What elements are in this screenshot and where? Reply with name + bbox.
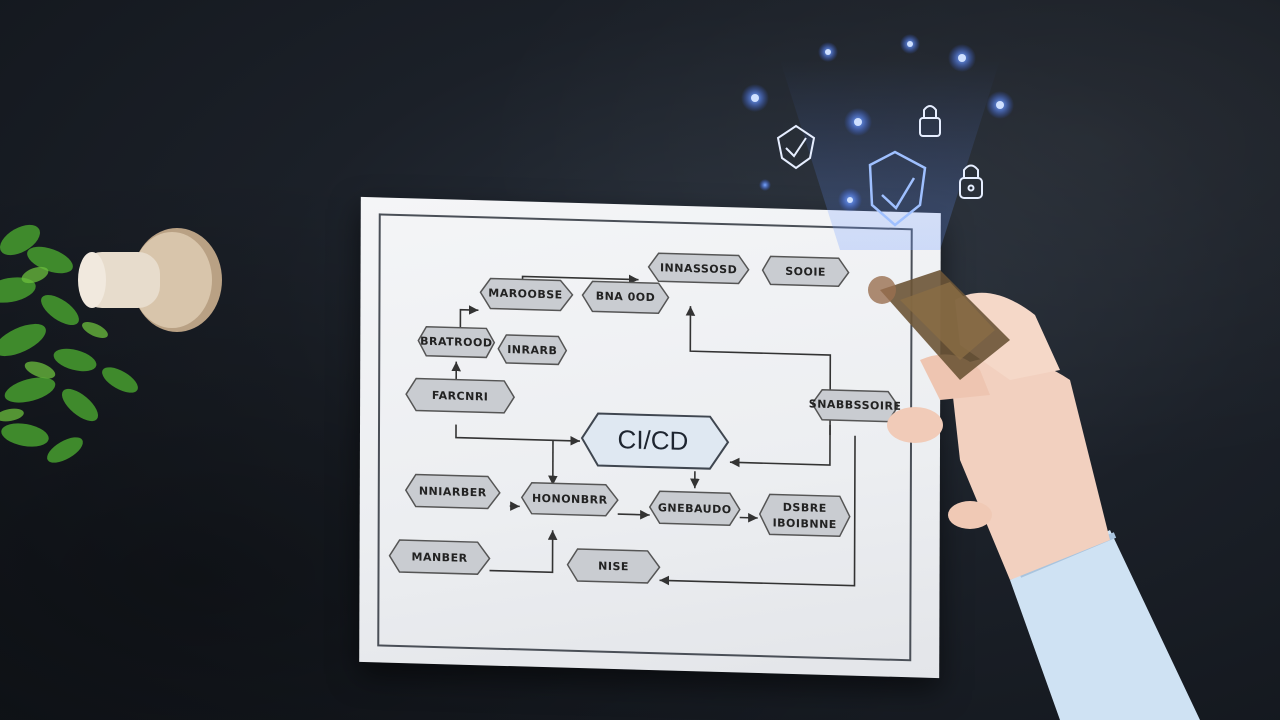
node-bratrood: BRATROOD [417, 325, 496, 359]
security-glow-overlay [741, 34, 1014, 250]
svg-text:CI/CD: CI/CD [618, 424, 689, 456]
shield-icon [868, 150, 927, 227]
node-hononbrr: HONONBRR [520, 481, 619, 517]
node-maroobse: MAROOBSE [479, 277, 574, 312]
node-snabbssoire: SNABBSSOIRE [809, 389, 902, 423]
potted-plant [0, 224, 138, 463]
cicd-flow-diagram: INNASSOSD SOOIE MAROOBSE BNA 0OD BRATROO… [388, 252, 902, 587]
glass-vial [868, 270, 1010, 380]
node-sooie: SOOIE [761, 255, 850, 288]
svg-text:GNEBAUDO: GNEBAUDO [658, 501, 732, 516]
glow-dots [741, 34, 1014, 212]
svg-text:BNA 0OD: BNA 0OD [596, 289, 656, 304]
padlock-icon [959, 164, 983, 199]
svg-text:INNASSOSD: INNASSOSD [660, 261, 737, 276]
svg-text:NISE: NISE [598, 560, 629, 574]
node-dsbre: DSBRE IBOIBNNE [758, 493, 851, 538]
padlock-icon [919, 105, 941, 137]
node-nniarber: NNIARBER [404, 473, 501, 510]
node-gnebaudo: GNEBAUDO [648, 490, 741, 526]
svg-text:SNABBSSOIRE: SNABBSSOIRE [809, 397, 902, 413]
node-bna-ood: BNA 0OD [581, 280, 670, 314]
svg-text:NNIARBER: NNIARBER [419, 485, 487, 500]
svg-text:BRATROOD: BRATROOD [420, 335, 492, 350]
wooden-stamp [78, 228, 222, 332]
svg-text:INRARB: INRARB [507, 343, 557, 357]
svg-text:FARCNRI: FARCNRI [432, 389, 489, 404]
node-cicd-hub: CI/CD [580, 412, 730, 470]
node-nise: NISE [566, 548, 661, 584]
svg-text:HONONBRR: HONONBRR [532, 492, 608, 507]
svg-text:MANBER: MANBER [412, 550, 468, 565]
svg-text:MAROOBSE: MAROOBSE [488, 286, 562, 301]
shield-check-icon [776, 124, 816, 170]
svg-text:IBOIBNNE: IBOIBNNE [773, 516, 837, 531]
svg-text:SOOIE: SOOIE [785, 265, 826, 279]
node-inrarb: INRARB [497, 334, 568, 366]
node-manber: MANBER [388, 539, 491, 575]
hand-holding-vial [868, 270, 1200, 720]
svg-text:DSBRE: DSBRE [783, 501, 827, 515]
node-innassosd: INNASSOSD [647, 252, 750, 285]
paper-sheet: INNASSOSD SOOIE MAROOBSE BNA 0OD BRATROO… [359, 196, 941, 679]
node-farcnri: FARCNRI [405, 377, 516, 414]
